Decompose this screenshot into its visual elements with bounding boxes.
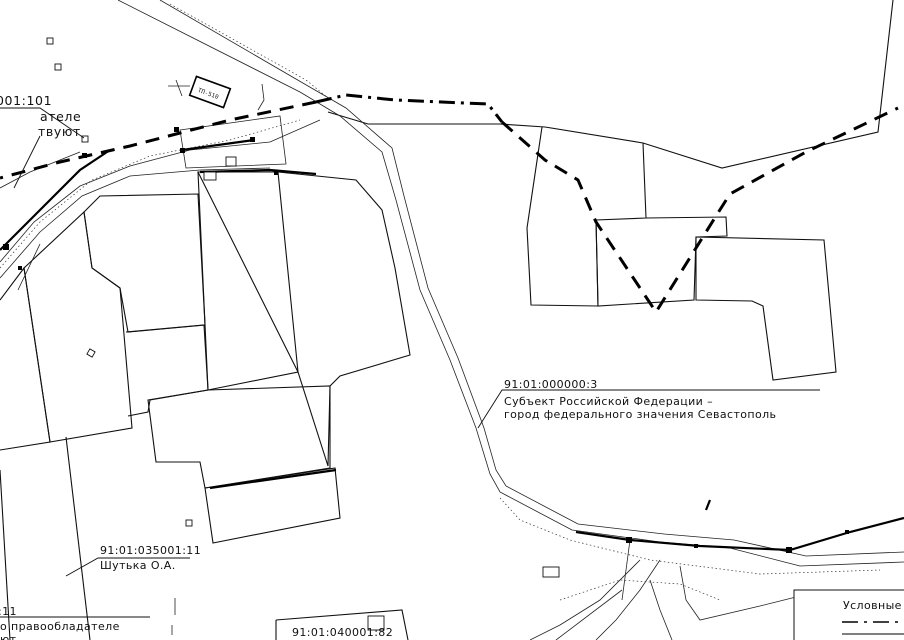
label-partial-owner-1: ателе — [40, 109, 81, 124]
point-symbols — [3, 127, 849, 553]
legend-box — [793, 589, 904, 640]
road-west-edge-4 — [17, 243, 41, 291]
road-main-west-edge — [117, 0, 904, 567]
road-dotted-3 — [499, 497, 881, 575]
label-parcel-2-owner: Шутька О.А. — [100, 559, 176, 572]
power-line-west — [0, 149, 111, 251]
legend: Условные — [793, 589, 904, 640]
parcel-central-4 — [125, 324, 209, 417]
admin-boundary — [0, 93, 899, 315]
label-bottom-left-1: :11 — [0, 605, 17, 618]
small-building — [542, 566, 560, 578]
pole-marker — [250, 137, 255, 142]
dash-mark — [704, 499, 712, 511]
parcel-central-6 — [204, 467, 341, 544]
line-south-drop — [621, 539, 631, 601]
survey-marker — [46, 37, 54, 45]
label-main-owner-1: Субъект Российской Федерации – — [504, 395, 713, 408]
boundary-west — [0, 100, 317, 180]
pole-marker — [174, 127, 179, 132]
parcel-west-3 — [65, 436, 91, 640]
label-partial-owner-2: твуют — [38, 124, 81, 139]
line-branch — [555, 589, 623, 640]
road-south-1 — [529, 559, 641, 640]
leader-main — [477, 389, 820, 429]
parcel-east-a — [526, 126, 647, 307]
parcel-west-1 — [23, 210, 133, 443]
parcel-central-1 — [197, 171, 411, 467]
substation-connector — [168, 79, 190, 97]
label-main-owner-2: город федерального значения Севастополь — [504, 408, 776, 421]
survey-marker — [185, 519, 193, 527]
fence-south — [209, 468, 337, 490]
legend-title: Условные — [843, 599, 902, 612]
road-south-4 — [649, 579, 673, 640]
utility-lines — [0, 138, 904, 640]
parcel-west-2 — [0, 266, 51, 451]
survey-marker — [81, 135, 89, 143]
boundary-dash-dot — [315, 93, 504, 123]
small-building — [225, 156, 237, 167]
road-south-2 — [595, 559, 661, 640]
pole-marker — [274, 171, 278, 175]
substation-box — [188, 75, 232, 109]
road-north-curve — [257, 83, 265, 111]
small-building — [367, 615, 385, 631]
power-line-utility — [181, 138, 255, 152]
leader-left-top — [0, 107, 85, 139]
road-south-dotted — [559, 579, 721, 601]
fence-west — [199, 168, 317, 176]
label-parcel-2-cadastral: 91:01:035001:11 — [100, 544, 201, 557]
pole-marker — [3, 244, 9, 250]
parcel-bottom — [275, 609, 409, 640]
pole-marker — [82, 153, 87, 158]
parcel-west-4 — [0, 469, 11, 640]
substation: ТП-510 — [188, 75, 232, 109]
text-labels: 001:101 ателе твуют 91:01:000000:3 Субъе… — [0, 93, 776, 640]
survey-marker — [54, 63, 62, 71]
utility-zone-outline — [179, 115, 287, 169]
road-west-edge-1 — [0, 167, 271, 279]
parcel-central-2 — [197, 171, 299, 391]
label-partial-cadastral: 001:101 — [0, 93, 52, 108]
leader-parcel-2 — [65, 557, 190, 577]
label-bottom-left-3: ют — [0, 633, 17, 640]
pole-marker — [694, 544, 698, 548]
leader-left-mid — [13, 135, 41, 189]
label-main-cadastral: 91:01:000000:3 — [504, 378, 598, 391]
pole-marker — [786, 547, 792, 553]
parcel-central-3 — [83, 193, 206, 333]
parcel-east-large — [327, 0, 894, 169]
short-vertical — [171, 598, 176, 635]
pole-marker — [180, 148, 185, 153]
power-line-east — [575, 516, 904, 552]
road-main-east-edge — [159, 0, 904, 557]
road-west-edge-2 — [0, 119, 321, 263]
road-dotted-2 — [0, 119, 301, 269]
pole-marker — [18, 266, 22, 270]
pole-marker — [626, 537, 632, 543]
road-west-edge-3 — [0, 151, 81, 189]
leader-lines — [0, 107, 820, 618]
survey-marker — [86, 348, 96, 358]
road-south-3 — [679, 565, 801, 621]
parcel-east-c — [695, 236, 837, 381]
label-bottom-cadastral: 91:01:040001:82 — [292, 626, 393, 639]
small-building — [203, 171, 217, 181]
pole-marker — [845, 530, 849, 534]
boundary-east — [501, 106, 899, 315]
label-bottom-left-2: о правообладателе — [0, 620, 120, 633]
hollow-markers — [46, 37, 560, 631]
